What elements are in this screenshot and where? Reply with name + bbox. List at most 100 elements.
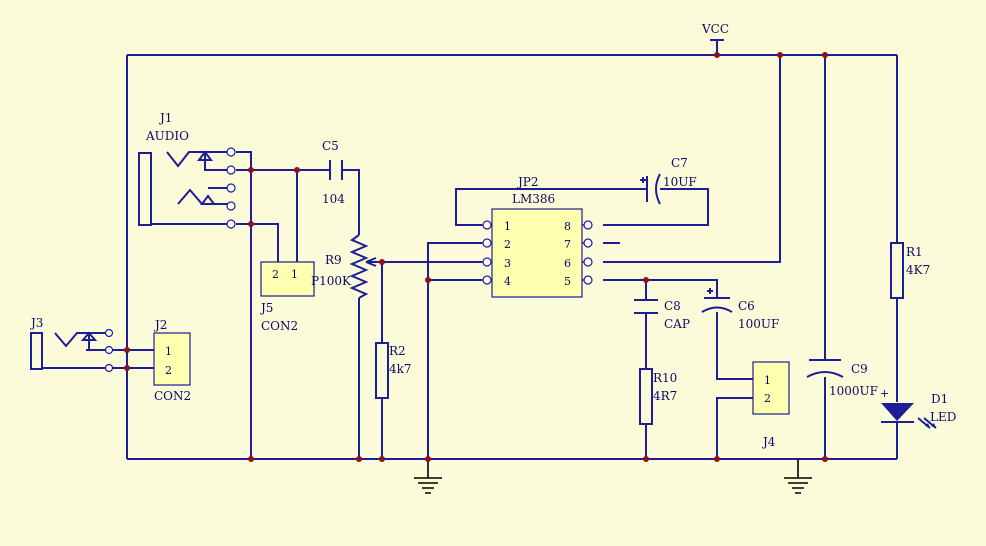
- junctions: [124, 52, 828, 462]
- j3-jack: J3: [29, 316, 114, 373]
- j1-ref: J1: [158, 111, 172, 125]
- c5-value: 104: [322, 192, 345, 206]
- j5-connector: 2 1 J5 CON2: [259, 261, 315, 333]
- junction-dot: [356, 456, 362, 462]
- r10-value: 4R7: [653, 389, 677, 403]
- ground-symbols: [414, 459, 812, 494]
- j2-connector: 1 2 J2 CON2: [153, 318, 191, 403]
- junction-dot: [124, 347, 130, 353]
- r10-resistor: R10 4R7: [639, 368, 677, 425]
- junction-dot: [425, 456, 431, 462]
- junction-dot: [777, 52, 783, 58]
- jp2-ref: JP2: [516, 175, 539, 189]
- lm386-pin5: 5: [564, 275, 571, 288]
- j1-body: [138, 152, 152, 226]
- r9-potentiometer: R9 P100K: [311, 234, 377, 299]
- c8-capacitor: C8 CAP: [634, 299, 690, 331]
- vcc-label: VCC: [701, 22, 729, 36]
- lm386-pin7: 7: [564, 238, 571, 251]
- junction-dot: [714, 52, 720, 58]
- junction-dot: [124, 365, 130, 371]
- r2-value: 4k7: [389, 362, 412, 376]
- c5-ref: C5: [322, 139, 339, 153]
- j4-connector: 1 2 J4: [752, 361, 790, 449]
- svg-text:2: 2: [272, 268, 279, 281]
- c6-capacitor: C6 100UF: [701, 288, 779, 331]
- jp2-value: LM386: [512, 192, 555, 206]
- r10-body: [639, 368, 653, 425]
- c9-value: 1000UF: [829, 384, 878, 398]
- pin5-output-wire: [603, 279, 718, 298]
- c9-capacitor: C9 1000UF: [806, 359, 878, 398]
- c8-ref: C8: [664, 299, 681, 313]
- r1-body: [890, 242, 904, 299]
- junction-dot: [714, 456, 720, 462]
- j2-ref: J2: [153, 318, 167, 332]
- lm386-pin1: 1: [504, 220, 511, 233]
- c9-ref: C9: [851, 362, 868, 376]
- j5-ref: J5: [259, 301, 273, 315]
- j2-value: CON2: [154, 389, 191, 403]
- r2-resistor: R2 4k7: [375, 342, 412, 399]
- j3-body: [30, 332, 43, 370]
- lm386-pin2: 2: [504, 238, 511, 251]
- wires: [86, 40, 898, 460]
- j4-ref: J4: [761, 435, 776, 449]
- lm386-body: [491, 208, 583, 298]
- svg-text:1: 1: [165, 345, 172, 358]
- c7-pin8-wire: [603, 188, 709, 226]
- j1-audio-jack: J1 AUDIO: [138, 111, 236, 229]
- c7-value: 10UF: [663, 175, 697, 189]
- j1-to-j5-pin2: [236, 223, 279, 262]
- j5-body: [260, 261, 315, 297]
- svg-text:2: 2: [165, 364, 172, 377]
- ground-symbol-left: [414, 459, 442, 494]
- led-triangle: [881, 403, 914, 421]
- j2-body: [153, 332, 191, 386]
- c6-ref: C6: [738, 299, 755, 313]
- r2-ref: R2: [389, 344, 406, 358]
- j3-ref: J3: [29, 316, 43, 330]
- j1-left-bridge: [236, 151, 252, 225]
- junction-dot: [822, 456, 828, 462]
- d1-led: + D1 LED: [880, 387, 956, 429]
- r1-value: 4K7: [906, 263, 930, 277]
- c8-value: CAP: [664, 317, 690, 331]
- lm386-pin4: 4: [504, 275, 511, 288]
- junction-dot: [294, 167, 300, 173]
- c7-capacitor: C7 10UF: [640, 156, 697, 205]
- junction-dot: [248, 221, 254, 227]
- pin2-ground-wire: [427, 242, 482, 459]
- r9-ref: R9: [325, 253, 342, 267]
- j1-value: AUDIO: [145, 129, 189, 143]
- r1-resistor: R1 4K7: [890, 242, 930, 299]
- lm386-pin6: 6: [564, 257, 571, 270]
- junction-dot: [379, 456, 385, 462]
- c5-r9-wire: [342, 169, 360, 235]
- r9-value: P100K: [311, 274, 352, 288]
- junction-dot: [379, 259, 385, 265]
- c6-value: 100UF: [738, 317, 779, 331]
- pin1-c7-wire: [455, 188, 647, 226]
- svg-text:+: +: [880, 387, 889, 400]
- svg-text:2: 2: [764, 392, 771, 405]
- d1-ref: D1: [931, 392, 948, 406]
- junction-dot: [822, 52, 828, 58]
- svg-text:1: 1: [764, 374, 771, 387]
- junction-dot: [643, 277, 649, 283]
- j5-value: CON2: [261, 319, 298, 333]
- j4-body: [752, 361, 790, 415]
- j1-tip-spring: [166, 151, 228, 168]
- c6-j4-wire: [716, 312, 753, 380]
- r2-body: [375, 342, 389, 399]
- c5-capacitor: C5 104: [322, 139, 345, 206]
- vcc-symbol: VCC: [701, 22, 729, 41]
- junction-dot: [425, 277, 431, 283]
- ground-symbol-right: [784, 459, 812, 494]
- r10-ref: R10: [653, 371, 677, 385]
- junction-dot: [248, 167, 254, 173]
- lm386-chip: 1 2 3 4 8 7 6 5 JP2 LM386: [482, 175, 593, 298]
- pin6-supply-wire: [603, 55, 781, 263]
- d1-value: LED: [930, 410, 956, 424]
